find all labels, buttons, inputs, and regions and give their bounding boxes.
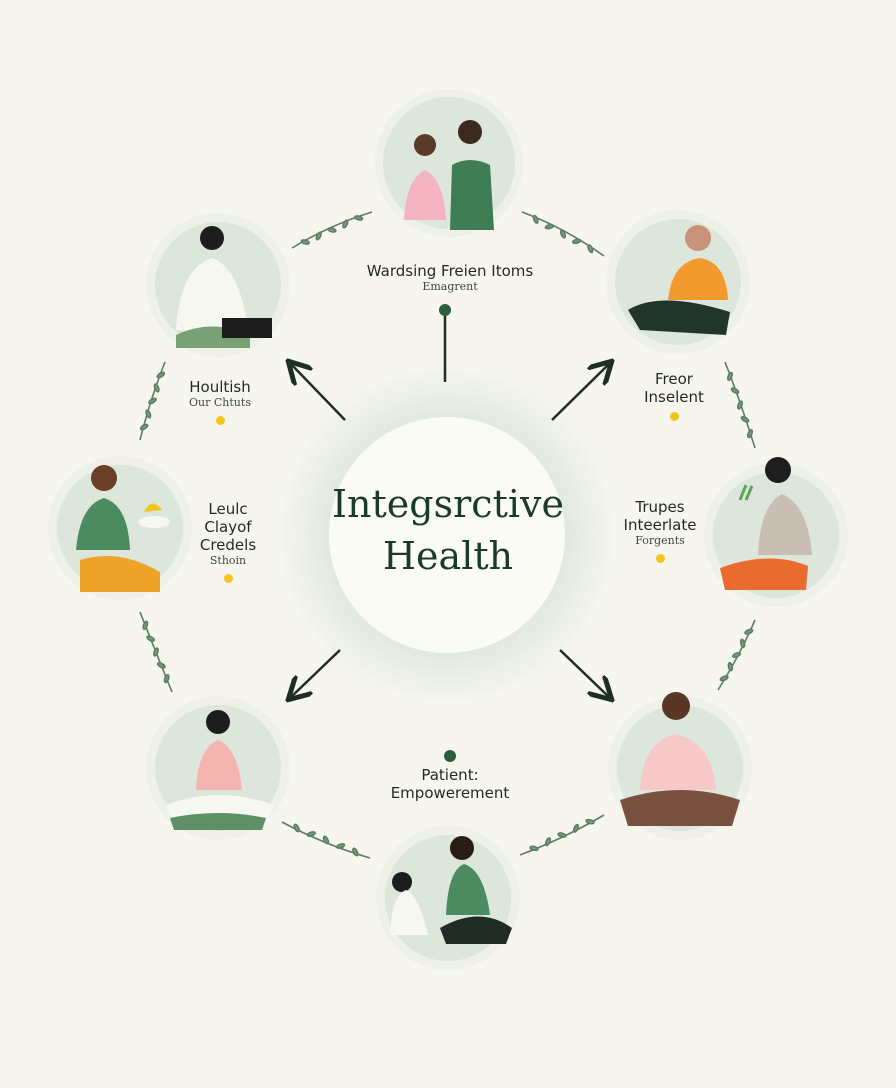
node-mid-left <box>48 456 192 600</box>
leaf-icon <box>342 219 349 229</box>
leaf-icon <box>572 823 580 833</box>
label-bottom: Patient: Empowerement <box>360 766 540 802</box>
node-lower-left <box>146 696 290 840</box>
center-title-line1: Integsrctive <box>332 482 564 526</box>
label-mid-right-main1: Trupes <box>635 498 685 516</box>
label-mid-right-main2: Inteerlate <box>623 516 697 534</box>
label-mid-right: Trupes Inteerlate Forgents <box>600 498 720 567</box>
node-bottom <box>376 826 520 970</box>
label-bottom-main2: Empowerement <box>390 784 510 802</box>
leaf-icon <box>744 628 754 635</box>
leaf-icon <box>327 227 337 233</box>
leaf-icon <box>739 638 746 649</box>
leaf-icon <box>142 620 149 630</box>
leaf-icon <box>322 835 330 845</box>
arrow-upper-right <box>551 363 610 421</box>
label-bottom-main1: Patient: <box>421 766 479 784</box>
dot-icon <box>223 574 233 583</box>
label-top-sub: Emagrent <box>422 280 478 293</box>
leaf-icon <box>306 831 316 837</box>
label-mid-left-main1: Leulc <box>208 500 248 518</box>
label-upper-right-main1: Freor <box>655 370 693 388</box>
leaf-icon <box>746 429 754 439</box>
label-mid-left: Leulc Clayof Credels Sthoin <box>178 500 278 587</box>
leaf-icon <box>740 415 750 423</box>
leaf-icon <box>585 818 595 825</box>
pin-bottom-dot <box>444 750 456 762</box>
label-upper-left-sub: Our Chtuts <box>189 396 251 409</box>
arrow-lower-left <box>290 649 341 698</box>
label-upper-left-main: Houltish <box>189 378 251 396</box>
leaf-icon <box>293 823 300 833</box>
sprig-icon <box>139 211 756 859</box>
leaf-icon <box>727 661 734 672</box>
leaf-icon <box>300 239 311 245</box>
label-upper-left: Houltish Our Chtuts <box>160 378 280 429</box>
leaf-icon <box>557 832 567 838</box>
leaf-icon <box>736 400 744 410</box>
node-top <box>375 89 523 237</box>
leaf-icon <box>532 214 539 224</box>
leaf-icon <box>529 845 539 852</box>
leaf-icon <box>336 843 346 849</box>
leaf-icon <box>148 397 157 405</box>
leaf-icon <box>146 635 156 642</box>
leaf-icon <box>587 244 594 254</box>
dot-icon <box>655 554 665 563</box>
node-upper-left <box>146 213 290 357</box>
leaf-icon <box>544 223 555 230</box>
arrow-lower-right <box>559 649 610 698</box>
leaf-icon <box>726 371 734 381</box>
leaf-icon <box>153 647 159 657</box>
leaf-icon <box>571 238 582 245</box>
leaf-icon <box>139 423 149 431</box>
leaf-icon <box>156 371 166 379</box>
leaf-icon <box>163 674 170 684</box>
leaf-icon <box>559 229 567 239</box>
center-title: Integsrctive Health <box>330 478 566 582</box>
node-upper-right <box>606 210 750 354</box>
label-upper-right: Freor Inselent <box>614 370 734 425</box>
pin-top-dot <box>439 304 451 316</box>
node-mid-right <box>704 457 848 607</box>
center-title-line2: Health <box>382 534 514 578</box>
leaf-icon <box>353 215 364 221</box>
leaf-icon <box>730 387 740 395</box>
label-top: Wardsing Freien Itoms Emagrent <box>330 262 570 294</box>
label-mid-left-main2: Clayof <box>204 518 252 536</box>
label-top-main: Wardsing Freien Itoms <box>366 262 534 280</box>
label-upper-right-main2: Inselent <box>644 388 704 406</box>
node-lower-right <box>608 692 752 840</box>
leaf-icon <box>153 383 160 393</box>
leaf-icon <box>156 662 166 669</box>
leaf-icon <box>719 675 729 682</box>
arrow-upper-left <box>290 363 346 421</box>
leaf-icon <box>544 837 552 847</box>
label-mid-left-sub: Sthoin <box>209 554 247 567</box>
leaf-icon <box>315 231 322 241</box>
leaf-icon <box>731 651 742 659</box>
label-mid-right-sub: Forgents <box>635 534 685 547</box>
leaf-icon <box>352 847 359 857</box>
center-circle <box>329 417 565 653</box>
dot-icon <box>669 412 679 421</box>
leaf-icon <box>145 409 152 419</box>
label-mid-left-main3: Credels <box>199 536 257 554</box>
dot-icon <box>215 416 225 425</box>
